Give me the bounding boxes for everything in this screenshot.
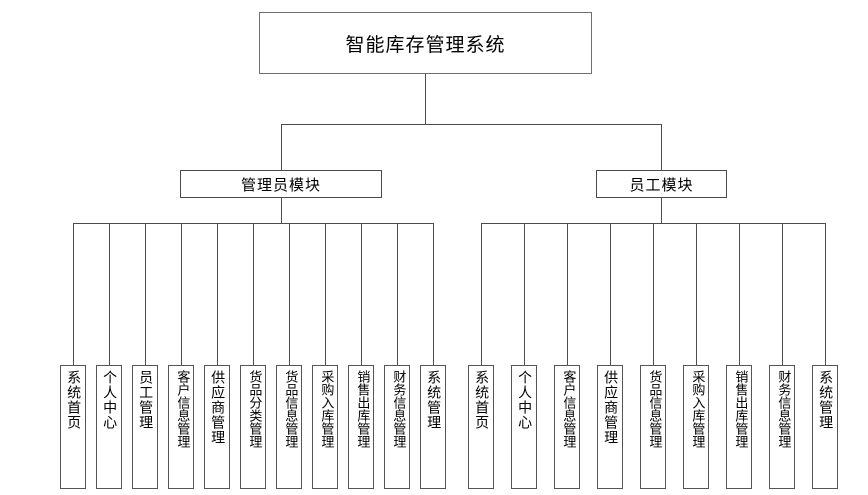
connector-leaf-drop: [181, 223, 182, 365]
connector-admin-drop: [281, 124, 282, 170]
leaf-node-label: 供应商管理: [602, 370, 619, 445]
connector-root-drop: [425, 74, 426, 124]
leaf-node[interactable]: 采购入库管理: [683, 365, 709, 489]
leaf-node-label: 采购入库管理: [689, 370, 705, 448]
connector-leaf-drop: [253, 223, 254, 365]
leaf-node-label: 客户信息管理: [174, 370, 190, 448]
leaf-node-label: 客户信息管理: [560, 370, 576, 448]
module-node-staff-label: 员工模块: [629, 175, 694, 194]
leaf-node[interactable]: 个人中心: [96, 365, 122, 489]
module-node-admin[interactable]: 管理员模块: [180, 170, 382, 198]
leaf-node[interactable]: 系统管理: [812, 365, 838, 489]
leaf-node-label: 货品信息管理: [646, 370, 662, 448]
connector-leaf-drop: [73, 223, 74, 365]
connector-leaf-bus: [73, 223, 433, 224]
leaf-node-label: 采购入库管理: [318, 370, 334, 448]
connector-leaf-drop: [825, 223, 826, 365]
connector-level2-bus: [281, 124, 662, 125]
connector-admin-stem: [281, 198, 282, 223]
connector-staff-drop: [661, 124, 662, 170]
leaf-node-label: 财务信息管理: [390, 370, 406, 448]
connector-leaf-drop: [696, 223, 697, 365]
leaf-node[interactable]: 供应商管理: [204, 365, 230, 489]
root-node-label: 智能库存管理系统: [345, 33, 506, 56]
connector-leaf-drop: [325, 223, 326, 365]
connector-leaf-drop: [653, 223, 654, 365]
leaf-node-label: 个人中心: [101, 370, 118, 430]
connector-leaf-drop: [567, 223, 568, 365]
leaf-node-label: 系统首页: [473, 370, 490, 430]
leaf-node-label: 财务信息管理: [775, 370, 791, 448]
leaf-node[interactable]: 系统首页: [60, 365, 86, 489]
leaf-node[interactable]: 客户信息管理: [554, 365, 580, 489]
connector-staff-stem: [661, 198, 662, 223]
leaf-node[interactable]: 采购入库管理: [312, 365, 338, 489]
connector-leaf-drop: [289, 223, 290, 365]
root-node-system[interactable]: 智能库存管理系统: [259, 12, 592, 74]
leaf-node[interactable]: 客户信息管理: [168, 365, 194, 489]
leaf-node-label: 供应商管理: [209, 370, 226, 445]
leaf-node[interactable]: 销售出库管理: [726, 365, 752, 489]
leaf-node-label: 员工管理: [137, 370, 154, 430]
connector-leaf-drop: [610, 223, 611, 365]
connector-leaf-drop: [739, 223, 740, 365]
connector-leaf-drop: [481, 223, 482, 365]
connector-leaf-bus: [481, 223, 825, 224]
connector-leaf-drop: [109, 223, 110, 365]
leaf-node[interactable]: 财务信息管理: [769, 365, 795, 489]
leaf-node-label: 销售出库管理: [732, 370, 748, 448]
connector-leaf-drop: [217, 223, 218, 365]
leaf-node-label: 货品信息管理: [282, 370, 298, 448]
module-node-staff[interactable]: 员工模块: [596, 170, 727, 198]
connector-leaf-drop: [433, 223, 434, 365]
leaf-node[interactable]: 货品分类管理: [240, 365, 266, 489]
leaf-node-label: 系统首页: [65, 370, 82, 430]
leaf-node[interactable]: 货品信息管理: [640, 365, 666, 489]
leaf-node-label: 个人中心: [516, 370, 533, 430]
module-node-admin-label: 管理员模块: [240, 175, 321, 194]
leaf-node-label: 系统管理: [817, 370, 834, 430]
leaf-node[interactable]: 员工管理: [132, 365, 158, 489]
leaf-node-label: 货品分类管理: [246, 370, 262, 448]
leaf-node[interactable]: 货品信息管理: [276, 365, 302, 489]
leaf-node[interactable]: 财务信息管理: [384, 365, 410, 489]
connector-leaf-drop: [397, 223, 398, 365]
leaf-node-label: 销售出库管理: [354, 370, 370, 448]
leaf-node[interactable]: 系统首页: [468, 365, 494, 489]
connector-leaf-drop: [782, 223, 783, 365]
leaf-node[interactable]: 销售出库管理: [348, 365, 374, 489]
leaf-node[interactable]: 个人中心: [511, 365, 537, 489]
connector-leaf-drop: [361, 223, 362, 365]
connector-leaf-drop: [524, 223, 525, 365]
leaf-node[interactable]: 系统管理: [420, 365, 446, 489]
connector-leaf-drop: [145, 223, 146, 365]
leaf-node[interactable]: 供应商管理: [597, 365, 623, 489]
leaf-node-label: 系统管理: [425, 370, 442, 430]
